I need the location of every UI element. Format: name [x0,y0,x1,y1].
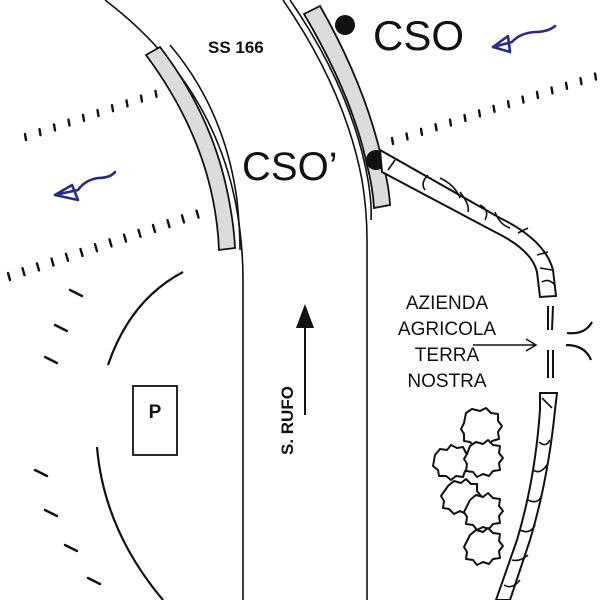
hedge-tick [38,127,42,137]
hedge-tick [43,355,59,365]
farm-label-line3: TERRA [415,345,480,366]
hedge-tick [63,543,79,553]
hedge-tick [33,468,49,478]
road-edge-left [104,0,244,600]
road-name-label: SS 166 [208,38,264,57]
direction-label: S. RUFO [278,386,297,455]
hedge-tick [390,136,395,146]
hedge-tick [521,95,525,104]
hedge-tick [448,118,453,127]
direction-arrow-icon [296,304,314,415]
parking-label: P [149,402,162,423]
farm-label-line1: AZIENDA [406,293,489,314]
hedge-tick [93,242,99,253]
hedge-tick [419,127,424,137]
trees [432,407,504,566]
hedge-row-lower [6,209,200,282]
tree-icon [460,407,503,448]
hedge-tick [593,72,598,81]
parking-area-boundary-upper [106,271,184,366]
farm-pointer-arrow [473,338,538,352]
farm-label-line2: AGRICOLA [398,319,497,340]
flow-arrow-top-icon [491,24,557,54]
hedge-tick [35,262,41,272]
road-edge-right-inner [289,0,372,221]
hedge-tick [535,90,540,100]
hedge-tick [125,99,129,108]
hedge-tick [492,104,496,114]
hedge-tick [154,89,158,99]
hedge-tick [579,76,583,86]
parking-area-boundary-lower [95,446,164,600]
hedge-tick [23,132,28,142]
hedge-tick [52,123,57,132]
cso-label: CSO [373,12,464,59]
hedge-tick [166,218,171,229]
stone-channel-lower-texture [503,397,553,588]
hedge-tick [108,238,113,248]
parking-area[interactable] [132,385,178,456]
hedge-tick [50,257,55,267]
hedge-tick [110,103,115,113]
tree-icon [463,492,504,531]
hedge-tick [96,108,100,118]
gate [547,305,593,378]
farm-label-line4: NOSTRA [407,371,487,392]
hedge-tick [122,233,128,243]
cso-prime-label: CSO’ [242,145,338,189]
hedge-tick [405,132,409,141]
cso-station-marker[interactable] [335,15,355,35]
hedge-tick [81,113,86,123]
hedge-tick [53,323,69,333]
hedge-tick [180,214,186,224]
hedge-tick [139,94,144,103]
stone-channel-upper-texture [387,159,555,285]
stone-channel-upper [378,148,558,299]
hedge-tick [67,118,71,127]
hedge-row-arc [33,288,102,586]
hedge-tick [506,99,511,109]
hedge-tick [68,288,84,298]
road-edge-left-inner [169,44,241,251]
hedge-tick [463,113,467,123]
tree-icon [463,439,504,478]
hedge-tick [6,271,12,282]
hedge-tick [434,122,438,132]
tree-icon [463,527,504,566]
flow-arrow-left-icon [53,170,117,202]
hedge-tick [64,252,70,262]
hedge-tick [43,508,59,518]
hedge-tick [550,86,554,95]
hedge-tick [21,267,26,277]
hedge-tick [195,209,200,219]
hedge-tick [86,576,102,586]
hedge-tick [564,81,569,91]
hedge-tick [151,223,157,234]
road-edge-right-outer [282,0,368,600]
hedge-tick [477,109,482,118]
hedge-tick [79,247,84,258]
guardrail-left [144,45,236,252]
hedge-tick [137,228,142,239]
hedge-row-upper [23,72,598,146]
stone-channel-lower [494,392,559,600]
